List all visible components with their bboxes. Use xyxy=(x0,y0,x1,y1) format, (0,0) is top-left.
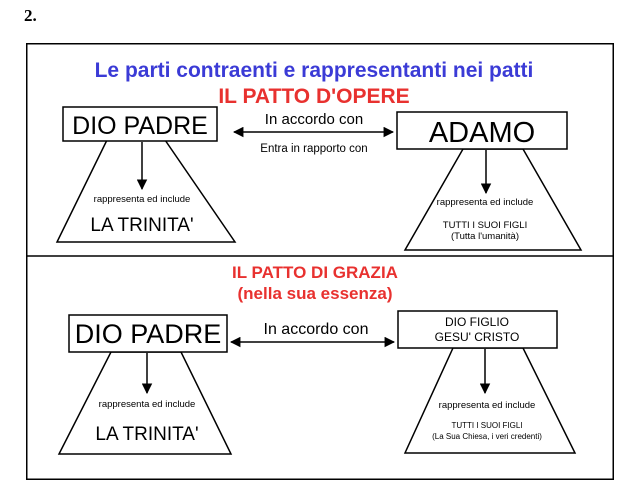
right-box-1-label: ADAMO xyxy=(429,117,535,149)
section-number: 2. xyxy=(24,6,37,25)
left-box-2 xyxy=(68,314,228,353)
right-represents-1: rappresenta ed include xyxy=(437,197,534,208)
right-box-2 xyxy=(397,310,558,349)
covenant-diagram: Le parti contraenti e rappresentanti nei… xyxy=(26,43,614,480)
left-box-2-label: DIO PADRE xyxy=(75,319,222,349)
left-box-1-label: DIO PADRE xyxy=(72,112,208,140)
left-group-2: LA TRINITA' xyxy=(95,424,198,445)
right-group-note-2: (La Sua Chiesa, i veri credenti) xyxy=(432,432,542,441)
right-group-1: TUTTI I SUOI FIGLI xyxy=(443,220,527,231)
left-group-1: LA TRINITA' xyxy=(90,215,193,236)
right-represents-2: rappresenta ed include xyxy=(439,400,536,411)
left-represents-1: rappresenta ed include xyxy=(94,194,191,205)
right-box-2-line1: DIO FIGLIO xyxy=(445,315,509,329)
agreement-label-2: In accordo con xyxy=(264,321,369,338)
agreement-label-1: In accordo con xyxy=(265,111,363,128)
section2-title-line2: (nella sua essenza) xyxy=(238,284,393,303)
right-group-note-1: (Tutta l'umanità) xyxy=(451,231,519,242)
section1-title: Le parti contraenti e rappresentanti nei… xyxy=(95,59,534,82)
relation-label-1: Entra in rapporto con xyxy=(260,143,367,155)
right-box-1 xyxy=(396,111,568,150)
right-box-2-line2: GESU' CRISTO xyxy=(435,330,520,344)
left-box-1 xyxy=(62,106,218,142)
section1-subtitle: IL PATTO D'OPERE xyxy=(218,85,409,108)
right-group-2: TUTTI I SUOI FIGLI xyxy=(451,421,522,430)
section2-title-line1: IL PATTO DI GRAZIA xyxy=(232,263,398,282)
outer-frame xyxy=(26,43,614,480)
left-represents-2: rappresenta ed include xyxy=(99,399,196,410)
